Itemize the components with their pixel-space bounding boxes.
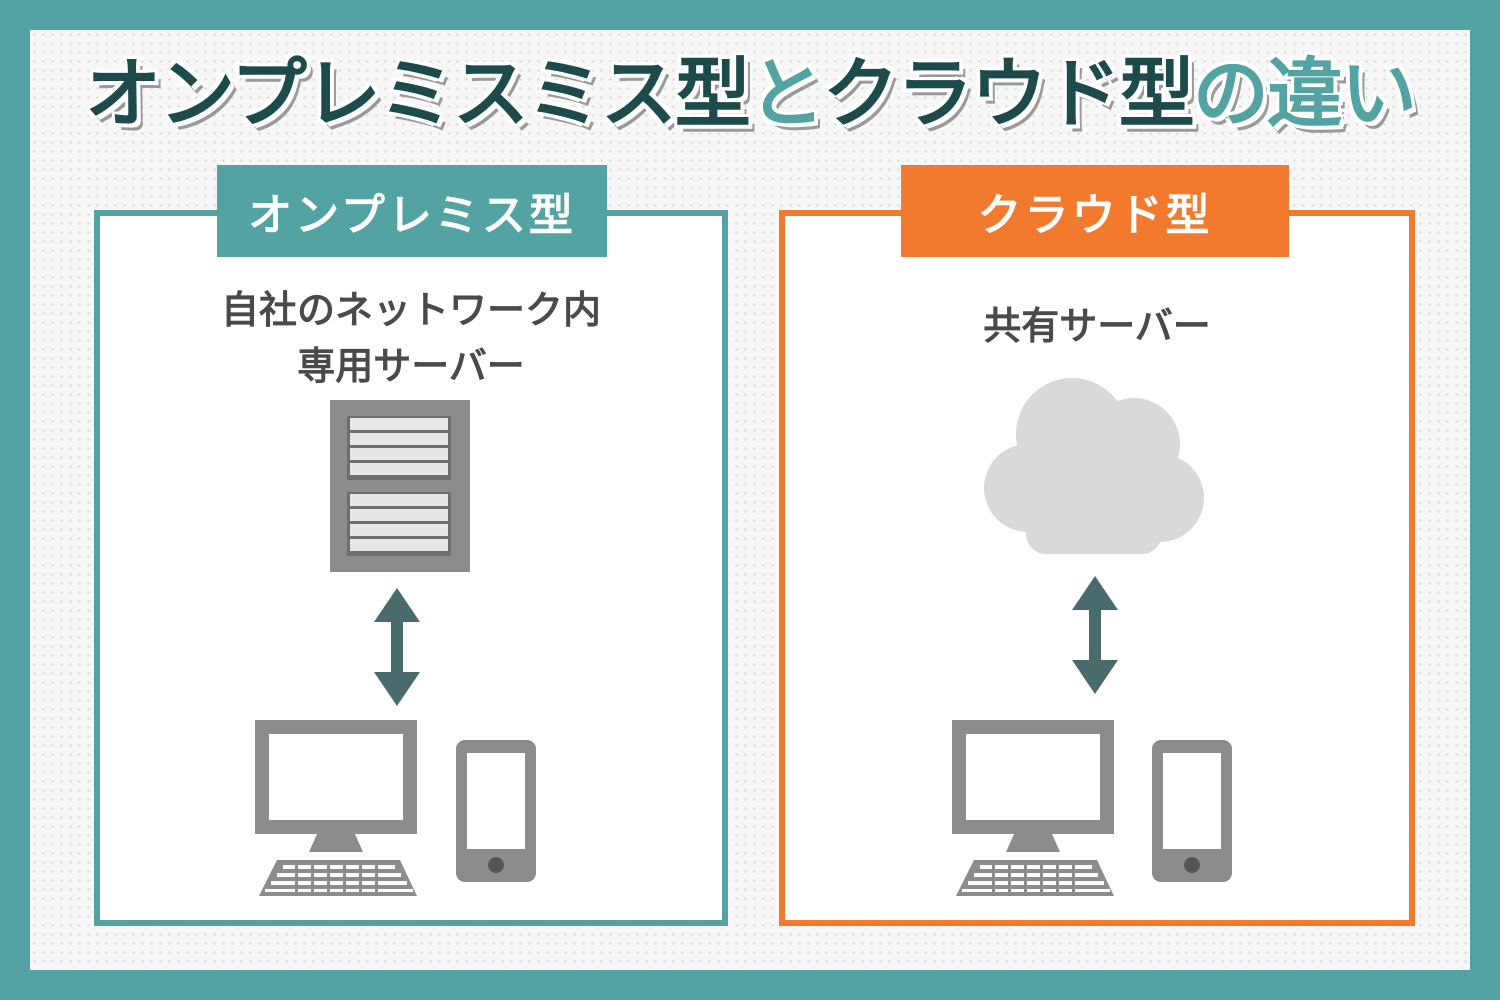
page-title: オンプレミスミス型とクラウド型の違い	[0, 52, 1500, 136]
cloud-tab-label: クラウド型	[901, 165, 1289, 257]
onpremise-caption-line2: 専用サーバー	[297, 344, 525, 388]
onpremise-caption: 自社のネットワーク内 専用サーバー	[94, 282, 728, 394]
server-icon	[330, 400, 470, 572]
desktop-computer-icon	[952, 720, 1114, 896]
smartphone-icon	[456, 740, 536, 882]
cloud-icon	[984, 378, 1204, 554]
cloud-caption: 共有サーバー	[779, 298, 1415, 354]
title-part-onpremise: オンプレミスミス型	[85, 49, 751, 138]
title-part-cloud: クラウド型	[822, 49, 1195, 138]
desktop-computer-icon	[255, 720, 417, 896]
smartphone-icon	[1152, 740, 1232, 882]
cloud-panel	[779, 210, 1415, 926]
keyboard-icon	[259, 860, 417, 896]
onpremise-caption-line1: 自社のネットワーク内	[220, 288, 601, 332]
double-arrow-icon	[374, 588, 420, 706]
double-arrow-icon	[1072, 576, 1118, 694]
onpremise-tab-label: オンプレミス型	[217, 165, 607, 257]
title-part-to: と	[748, 49, 825, 138]
cloud-caption-line1: 共有サーバー	[983, 304, 1211, 348]
title-part-difference: の違い	[1192, 49, 1417, 138]
keyboard-icon	[956, 860, 1114, 896]
